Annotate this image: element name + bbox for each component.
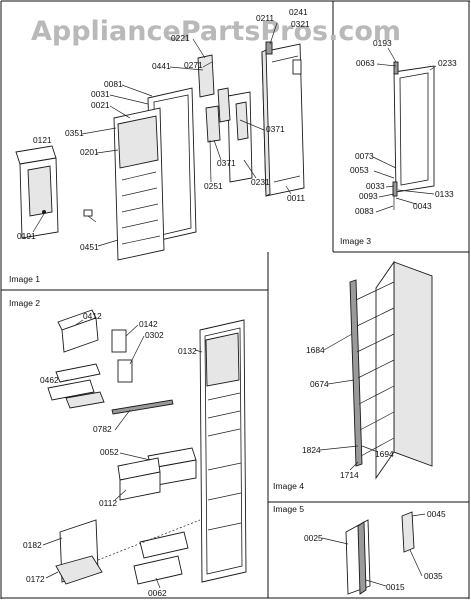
image2-labels: 0412 0142 0302 0132 0462 0782 0052 0112 … <box>23 311 197 598</box>
image3-labels: 0193 0063 0233 0073 0053 0033 0093 0133 … <box>350 38 457 216</box>
callout-label: 1694 <box>375 449 394 459</box>
image2-caption: Image 2 <box>9 298 40 308</box>
callout-label: 0045 <box>427 509 446 519</box>
callout-label: 0674 <box>310 379 329 389</box>
callout-label: 0052 <box>100 447 119 457</box>
callout-label: 0093 <box>359 191 378 201</box>
callout-label: 0132 <box>178 346 197 356</box>
callout-label: 0193 <box>373 38 392 48</box>
callout-label: 1824 <box>302 445 321 455</box>
callout-label: 0782 <box>93 424 112 434</box>
callout-label: 0351 <box>65 128 84 138</box>
image5-caption: Image 5 <box>273 504 304 514</box>
callout-label: 0441 <box>152 61 171 71</box>
callout-label: 0233 <box>438 58 457 68</box>
callout-label: 0201 <box>80 147 99 157</box>
callout-label: 0241 <box>289 7 308 17</box>
callout-label: 0043 <box>413 201 432 211</box>
image4-caption: Image 4 <box>273 481 304 491</box>
image1-leaders <box>32 22 292 247</box>
image2-leaders <box>42 319 203 589</box>
callout-label: 0073 <box>355 151 374 161</box>
image4-labels: 1684 0674 1824 1694 1714 <box>302 345 394 480</box>
callout-label: 0451 <box>80 242 99 252</box>
callout-label: 0191 <box>17 231 36 241</box>
image3-leaders <box>372 47 437 213</box>
callout-label: 0221 <box>171 33 190 43</box>
callout-label: 0142 <box>139 319 158 329</box>
callout-label: 0302 <box>145 330 164 340</box>
image1-labels: 0241 0211 0321 0221 0441 0271 0081 0031 … <box>17 7 310 252</box>
callout-label: 0053 <box>350 165 369 175</box>
callout-label: 0211 <box>256 13 274 23</box>
callout-label: 0033 <box>366 181 385 191</box>
image5-drawing <box>345 511 415 595</box>
callout-label: 0062 <box>148 588 167 598</box>
callout-label: 0121 <box>33 135 52 145</box>
callout-label: 0081 <box>104 79 123 89</box>
image3-caption: Image 3 <box>340 236 371 246</box>
callout-label: 1714 <box>340 470 359 480</box>
image5-leaders <box>321 513 426 587</box>
image4-drawing <box>349 260 433 480</box>
callout-label: 0035 <box>424 571 443 581</box>
callout-label: 0112 <box>99 498 117 508</box>
callout-label: 0462 <box>40 375 59 385</box>
callout-label: 0271 <box>184 60 203 70</box>
callout-label: 0021 <box>91 100 110 110</box>
image2-drawing <box>47 309 247 585</box>
callout-label: 0063 <box>356 58 375 68</box>
callout-label: 0231 <box>251 177 270 187</box>
callout-label: 0412 <box>83 311 102 321</box>
image1-drawing <box>15 41 305 261</box>
callout-label: 0083 <box>355 206 374 216</box>
callout-label: 0133 <box>435 189 454 199</box>
image1-caption: Image 1 <box>9 274 40 284</box>
callout-label: 0182 <box>23 540 42 550</box>
callout-label: 0172 <box>26 574 45 584</box>
callout-label: 0371 <box>266 124 285 134</box>
callout-label: 0371 <box>217 158 236 168</box>
watermark: AppliancePartsPros.com <box>31 16 401 47</box>
image5-labels: 0045 0025 0035 0015 <box>304 509 446 592</box>
callout-label: 0251 <box>204 181 223 191</box>
callout-label: 0025 <box>304 533 323 543</box>
callout-label: 0321 <box>291 19 310 29</box>
callout-label: 0015 <box>386 582 405 592</box>
image4-leaders <box>319 333 379 471</box>
callout-label: 1684 <box>306 345 325 355</box>
callout-label: 0011 <box>287 193 305 203</box>
callout-label: 0031 <box>91 89 110 99</box>
image3-drawing <box>392 61 435 210</box>
